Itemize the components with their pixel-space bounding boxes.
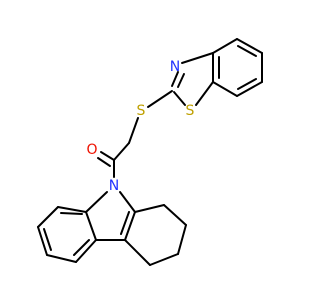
- bond: [37, 206, 59, 228]
- carbonyl-group: [97, 151, 115, 178]
- bond: [124, 211, 136, 241]
- bond: [113, 142, 130, 161]
- double-bond-inner: [177, 73, 185, 88]
- atom-s-thioether: S: [137, 103, 146, 119]
- cyclohexane-ring: [124, 204, 187, 266]
- bond: [195, 81, 214, 106]
- atom-o-carbonyl: O: [86, 142, 97, 158]
- bond: [147, 90, 173, 108]
- bond: [177, 224, 187, 255]
- bond: [85, 191, 108, 213]
- bond: [173, 91, 186, 106]
- carbazole-benzene-ring: [37, 206, 97, 263]
- thiazole-ring: [171, 52, 214, 106]
- bond: [37, 226, 48, 256]
- bond: [236, 38, 263, 54]
- double-bond-inner: [120, 211, 130, 235]
- thioether-linker: [113, 90, 173, 161]
- bond: [75, 239, 97, 263]
- double-bond-second: [97, 157, 111, 167]
- bond: [134, 204, 165, 213]
- atom-n-thiazole: N: [170, 59, 180, 75]
- bond: [181, 52, 214, 64]
- pyrrole-ring: [85, 191, 136, 241]
- structure-svg: N S S O N: [37, 38, 263, 266]
- double-bond-inner: [237, 78, 257, 90]
- bond: [85, 211, 97, 241]
- molecule-diagram: N S S O N: [37, 38, 263, 266]
- bond: [57, 206, 87, 213]
- bond: [119, 191, 136, 213]
- double-bond-inner: [60, 212, 83, 215]
- atom-s-thiazole: S: [186, 103, 195, 119]
- benzothiazole-benzene-ring: [212, 38, 263, 97]
- double-bond-inner: [73, 239, 90, 256]
- bond: [171, 71, 179, 87]
- double-bond-inner: [43, 228, 52, 251]
- double-bond-inner: [237, 45, 257, 57]
- bond: [212, 38, 238, 54]
- bond: [149, 253, 179, 266]
- atom-n-carbazole: N: [109, 178, 119, 194]
- bond: [128, 117, 139, 144]
- bond: [124, 239, 151, 266]
- bond: [212, 81, 238, 97]
- bond: [236, 81, 263, 97]
- bond: [100, 151, 115, 161]
- bond: [163, 204, 187, 226]
- bond: [46, 254, 77, 263]
